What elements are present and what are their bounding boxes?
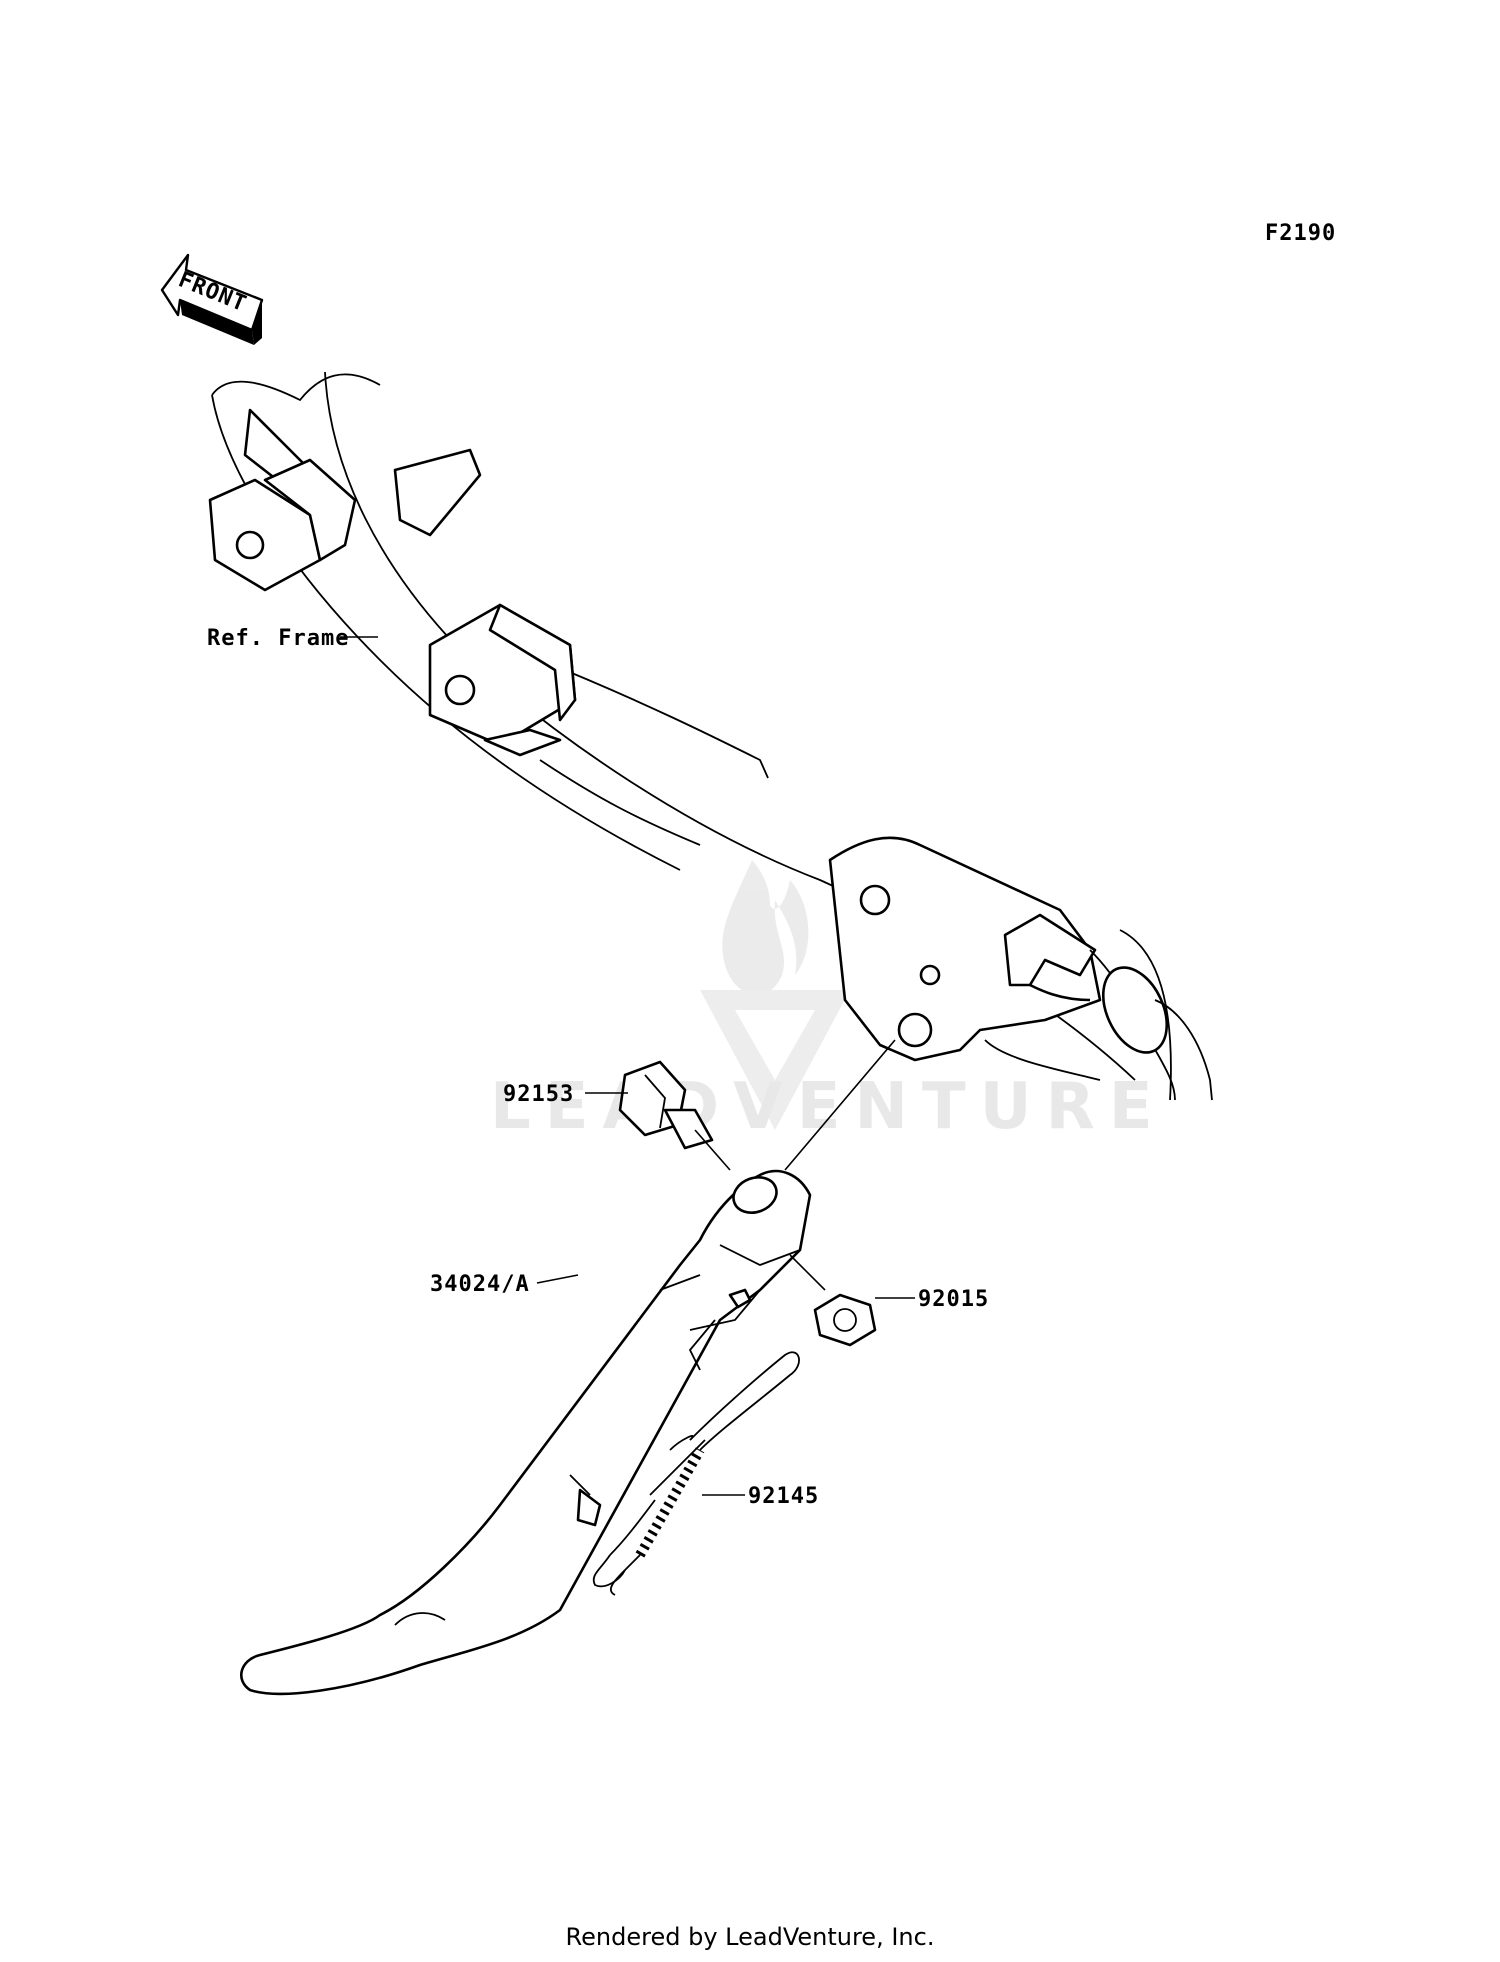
callout-ref-frame: Ref. Frame (207, 626, 349, 651)
callout-92153: 92153 (503, 1082, 574, 1107)
watermark-text: LEADVENTURE (490, 1070, 1167, 1144)
side-stand-34024A (240, 1169, 812, 1696)
leader-92153-axis (694, 1129, 731, 1171)
front-arrow-icon: FRONT (160, 253, 264, 345)
callout-92015: 92015 (918, 1287, 989, 1312)
spring-92145 (592, 1351, 800, 1596)
frame-assembly (208, 371, 1213, 1101)
bolt-92153 (618, 1060, 714, 1150)
watermark-logo: LEADVENTURE (490, 860, 1167, 1144)
footer-credit: Rendered by LeadVenture, Inc. (566, 1923, 935, 1951)
callout-92145: 92145 (748, 1484, 819, 1509)
nut-92015 (813, 1293, 877, 1347)
leader-frame-axis (784, 1039, 896, 1171)
leader-92015-axis (789, 1254, 826, 1291)
callout-34024A: 34024/A (430, 1272, 530, 1297)
diagram-id: F2190 (1265, 221, 1336, 246)
leader-34024A (536, 1274, 579, 1284)
